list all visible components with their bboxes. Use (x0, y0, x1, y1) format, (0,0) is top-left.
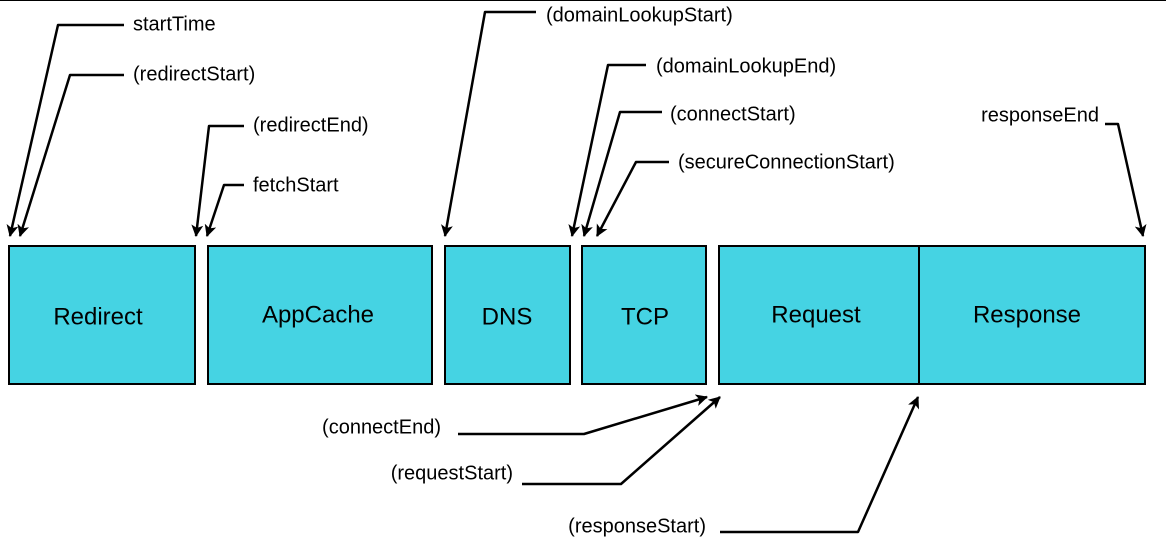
arrow-domain-lookup-start (441, 10, 536, 237)
label-redirect-end: (redirectEnd) (253, 114, 369, 136)
label-domain-lookup-start: (domainLookupStart) (546, 4, 733, 26)
arrow-redirect-start (17, 73, 124, 237)
label-connect-start: (connectStart) (670, 103, 796, 125)
arrow-domain-lookup-end (568, 63, 646, 237)
stage-box-redirect (8, 245, 196, 385)
stage-box-appcache (207, 245, 433, 385)
arrow-response-end (1105, 122, 1147, 237)
label-response-start: (responseStart) (568, 515, 706, 537)
label-response-end: responseEnd (981, 104, 1099, 126)
label-connect-end: (connectEnd) (322, 416, 441, 438)
label-fetch-start: fetchStart (253, 174, 339, 196)
stage-box-response (918, 245, 1146, 385)
event-labels: startTime (redirectStart) (redirectEnd) … (133, 4, 1099, 537)
stage-label-tcp: TCP (621, 303, 669, 330)
arrow-response-start (720, 396, 920, 534)
stage-label-redirect: Redirect (53, 303, 143, 330)
stage-boxes (8, 245, 1146, 385)
stage-label-appcache: AppCache (262, 301, 374, 328)
label-domain-lookup-end: (domainLookupEnd) (656, 55, 836, 77)
arrow-start-time (6, 23, 124, 237)
label-request-start: (requestStart) (391, 462, 513, 484)
stage-label-dns: DNS (482, 303, 533, 330)
arrow-connect-start (581, 110, 662, 237)
stage-box-tcp (581, 245, 707, 385)
arrow-secure-connection-start (595, 160, 669, 237)
stage-box-dns (444, 245, 571, 385)
stage-label-response: Response (973, 301, 1081, 328)
label-start-time: startTime (133, 13, 216, 35)
bottom-arrows (458, 394, 920, 534)
top-arrows (6, 10, 1147, 237)
label-secure-connection-start: (secureConnectionStart) (678, 151, 895, 173)
arrow-redirect-end (191, 124, 244, 237)
stage-labels: Redirect AppCache DNS TCP Request Respon… (53, 301, 1081, 330)
arrow-request-start (522, 396, 721, 486)
arrow-connect-end (458, 394, 708, 436)
stage-label-request: Request (771, 301, 861, 328)
arrow-fetch-start (204, 183, 244, 237)
label-redirect-start: (redirectStart) (133, 63, 255, 85)
